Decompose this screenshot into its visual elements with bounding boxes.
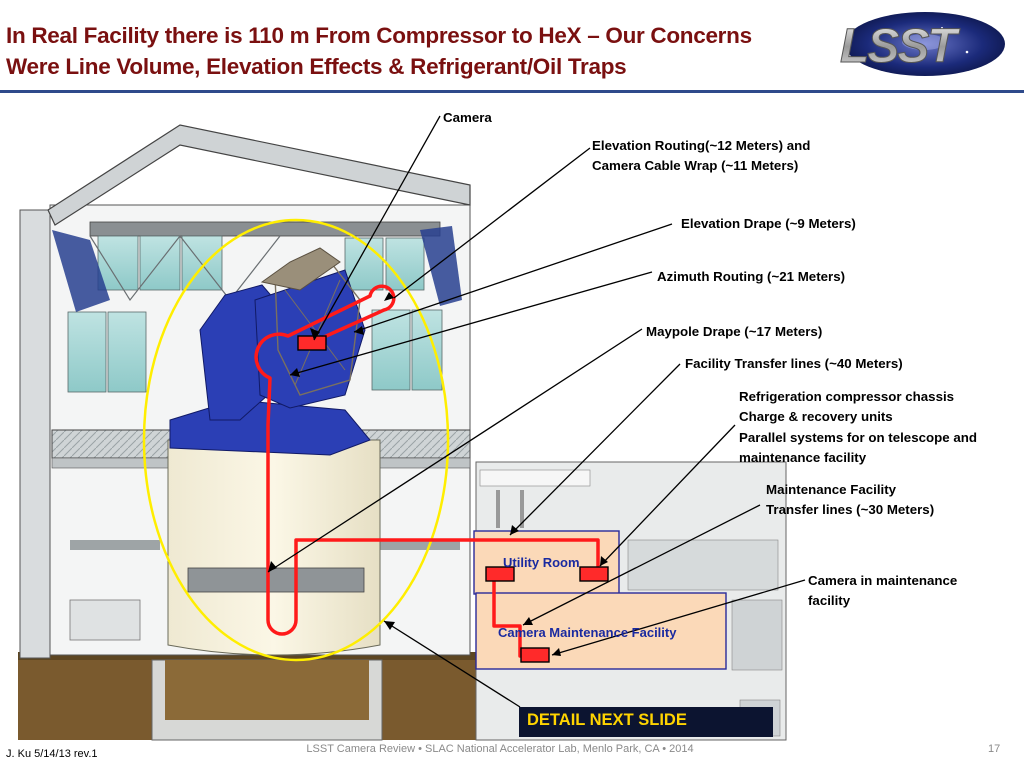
label-refrig-3: Parallel systems for on telescope and [739, 430, 977, 445]
compressor-left [485, 566, 515, 582]
label-azimuth-routing: Azimuth Routing (~21 Meters) [657, 269, 846, 284]
detail-next-slide-label: DETAIL NEXT SLIDE [527, 711, 687, 729]
focus-ellipse [142, 218, 450, 662]
label-facility-transfer: Facility Transfer lines (~40 Meters) [685, 356, 903, 371]
compressor-right [579, 566, 609, 582]
label-elevation-drape: Elevation Drape (~9 Meters) [681, 216, 856, 231]
camera-maintenance-facility [475, 592, 727, 670]
label-elevation-routing-2: Camera Cable Wrap (~11 Meters) [592, 158, 799, 173]
telescope-pier [167, 439, 381, 656]
slide-title: In Real Facility there is 110 m From Com… [6, 20, 836, 82]
slide-title-line2: Were Line Volume, Elevation Effects & Re… [6, 54, 627, 79]
label-camera: Camera [443, 110, 492, 125]
camera-in-maintenance [520, 647, 550, 663]
title-divider [0, 90, 1024, 93]
page-number: 17 [988, 743, 1001, 755]
detail-next-slide-box: DETAIL NEXT SLIDE [519, 707, 773, 737]
svg-text:LSST: LSST [840, 20, 960, 73]
label-camera-maint-1: Camera in maintenance [808, 573, 958, 588]
camera-maintenance-facility-label: Camera Maintenance Facility [498, 625, 677, 640]
slide-title-line1: In Real Facility there is 110 m From Com… [6, 23, 752, 48]
footer-center: LSST Camera Review • SLAC National Accel… [306, 743, 694, 755]
label-refrig-1: Refrigeration compressor chassis [739, 389, 955, 404]
leader-lines [267, 115, 806, 708]
leader-arrowheads [268, 292, 608, 656]
camera-unit [297, 335, 327, 351]
label-camera-maint-2: facility [808, 593, 851, 608]
label-elevation-routing-1: Elevation Routing(~12 Meters) and [592, 138, 811, 153]
label-maint-transfer-2: Transfer lines (~30 Meters) [766, 502, 935, 517]
label-refrig-2: Charge & recovery units [739, 409, 893, 424]
lsst-logo-icon: LSST [840, 12, 1005, 76]
label-refrig-4: maintenance facility [739, 450, 867, 465]
footer-author: J. Ku 5/14/13 rev.1 [6, 748, 98, 760]
telescope-mount [169, 247, 371, 456]
utility-room-label: Utility Room [503, 555, 580, 570]
label-maypole-drape: Maypole Drape (~17 Meters) [646, 324, 823, 339]
label-maint-transfer-1: Maintenance Facility [766, 482, 897, 497]
